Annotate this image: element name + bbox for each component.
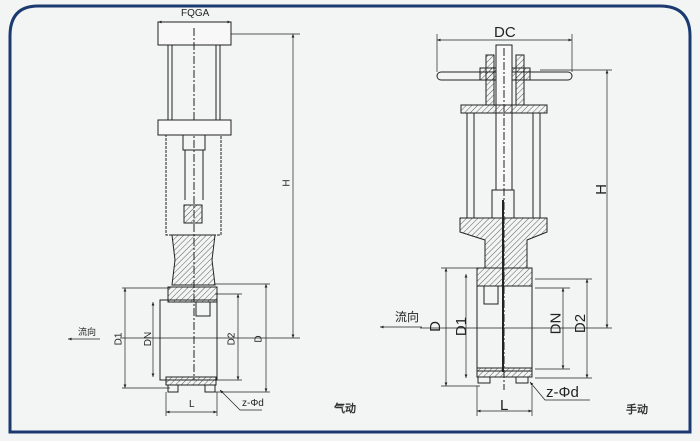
dim-label-d1: D1 xyxy=(453,316,471,337)
frame-border xyxy=(8,4,692,434)
dim-label-dc: DC xyxy=(494,24,516,41)
dim-label-h: H xyxy=(592,184,610,195)
dim-label-h: H xyxy=(281,179,293,187)
dim-label-bolts: z-Φd xyxy=(242,398,264,409)
flow-direction-label: 流向 xyxy=(395,310,420,324)
dim-label-fqga: FQGA xyxy=(181,8,210,19)
dim-label-d2: D2 xyxy=(572,313,590,334)
dim-label-d: D xyxy=(253,335,265,343)
pneumatic-dimensions xyxy=(68,20,300,416)
manual-caption: 手动 xyxy=(626,404,648,416)
manual-dimensions xyxy=(380,34,612,416)
dim-label-d: D xyxy=(426,321,444,332)
flow-direction-label: 流向 xyxy=(78,327,97,337)
dim-label-bolts: z-Φd xyxy=(546,384,579,401)
dim-label-dn: DN xyxy=(547,312,565,335)
pneumatic-caption: 气动 xyxy=(334,403,356,415)
manual-valve-drawing xyxy=(436,44,573,390)
dim-label-l: L xyxy=(189,399,195,410)
dim-label-dn: DN xyxy=(143,331,155,347)
dim-label-l: L xyxy=(500,397,509,414)
dim-label-d2: D2 xyxy=(226,332,238,346)
dim-label-d1: D1 xyxy=(113,332,125,346)
pneumatic-valve-drawing xyxy=(157,21,232,393)
